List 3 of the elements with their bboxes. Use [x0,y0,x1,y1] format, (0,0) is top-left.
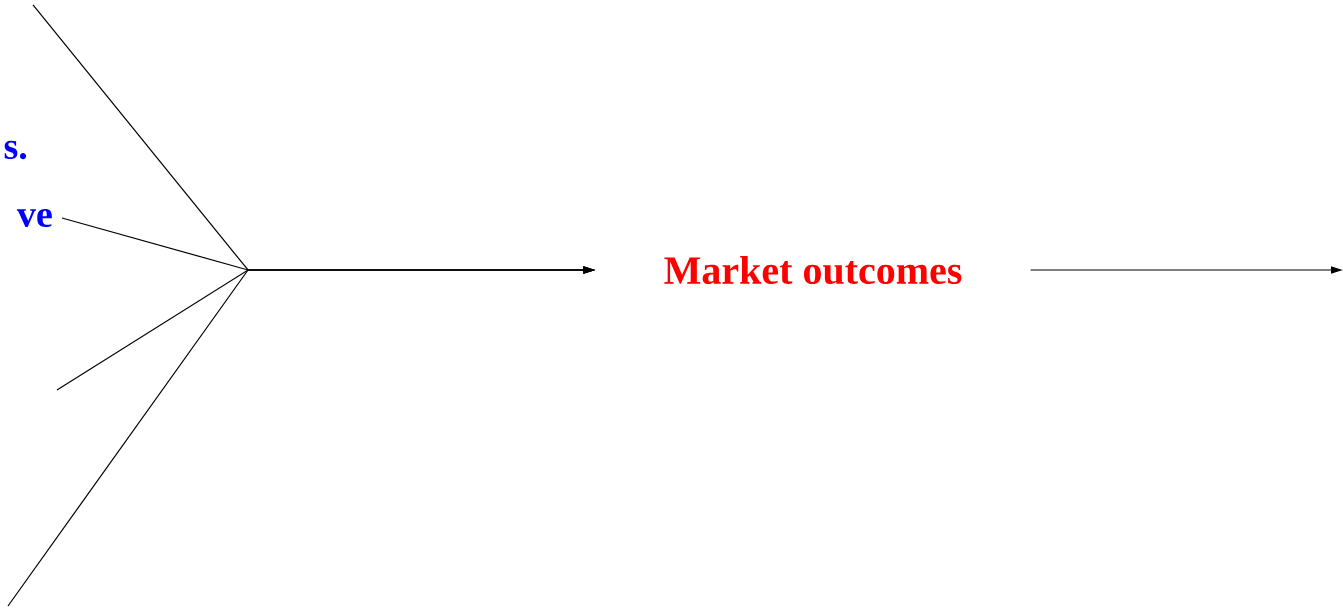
text-label: s. [4,140,27,160]
node-label: Market outcomes [664,255,962,285]
text-label: ve [16,208,52,228]
